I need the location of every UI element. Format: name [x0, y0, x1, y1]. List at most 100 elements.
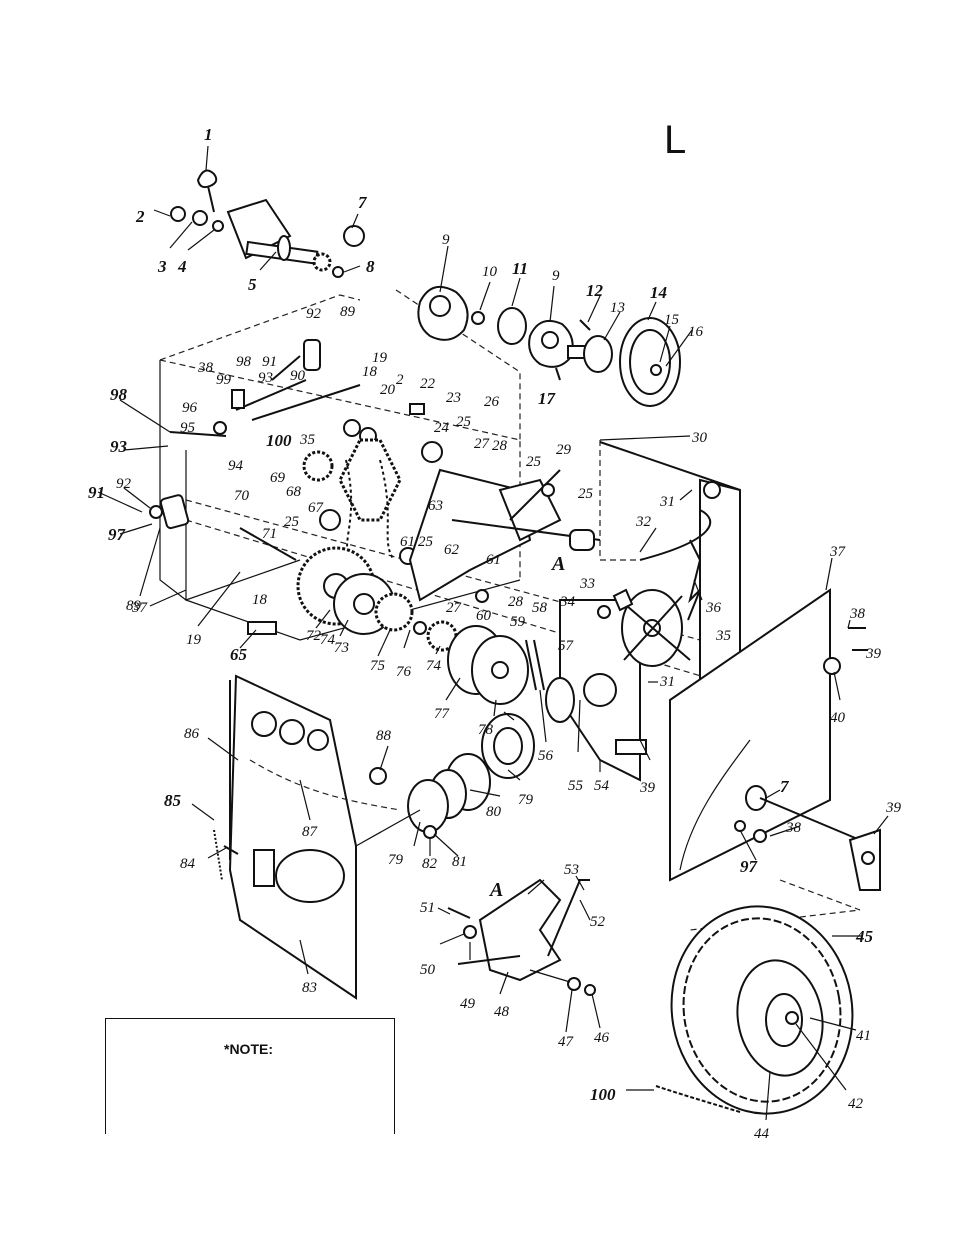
callout-79-right: 79 [518, 792, 534, 808]
callout-38-bottom: 38 [785, 820, 802, 836]
callout-85: 85 [164, 791, 182, 810]
callout-69: 69 [270, 470, 286, 486]
callout-31-top: 31 [659, 494, 675, 510]
callout-14: 14 [650, 283, 667, 302]
callout-37-right: 37 [829, 544, 847, 560]
callout-89-top: 89 [340, 304, 356, 320]
callout-61-b: 61 [486, 552, 501, 568]
callout-24: 24 [434, 420, 450, 436]
callout-3: 3 [157, 257, 167, 276]
callout-41: 41 [856, 1028, 871, 1044]
callout-49: 49 [460, 996, 476, 1012]
callout-29: 29 [556, 442, 572, 458]
callout-42: 42 [848, 1096, 864, 1112]
callout-45: 45 [855, 927, 874, 946]
shift-bracket [408, 468, 601, 602]
leader-lines [97, 145, 889, 1121]
callout-25-c: 25 [578, 486, 594, 502]
callout-90: 90 [290, 368, 306, 384]
callout-13: 13 [610, 300, 625, 316]
callout-55: 55 [568, 778, 584, 794]
callout-25-b: 25 [526, 454, 542, 470]
callout-44: 44 [754, 1126, 770, 1142]
callout-9b: 9 [552, 268, 560, 284]
callout-26: 26 [484, 394, 500, 410]
callout-32: 32 [635, 514, 652, 530]
callout-98-top: 98 [236, 354, 252, 370]
callout-5: 5 [248, 275, 257, 294]
callout-30: 30 [691, 430, 708, 446]
callout-18-left: 18 [252, 592, 268, 608]
callout-75: 75 [370, 658, 386, 674]
drive-chain [655, 1085, 741, 1113]
callout-74-a: 74 [320, 632, 336, 648]
callout-7-right: 7 [780, 777, 790, 796]
callout-10: 10 [482, 264, 498, 280]
callout-20: 20 [380, 382, 396, 398]
callout-9: 9 [442, 232, 450, 248]
callout-40: 40 [830, 710, 846, 726]
callout-15: 15 [664, 312, 680, 328]
callout-77: 77 [434, 706, 451, 722]
callout-65: 65 [230, 645, 248, 664]
callout-100-top: 100 [266, 431, 292, 450]
callout-38-left: 38 [197, 360, 214, 376]
callout-79-left: 79 [388, 852, 404, 868]
callout-100-bottom: 100 [590, 1085, 616, 1104]
callout-35-right: 35 [715, 628, 732, 644]
callout-2: 2 [135, 207, 145, 226]
callout-labels: 1 2 3 4 5 7 8 9 10 11 9 12 13 14 15 16 1… [88, 125, 902, 1142]
callout-38-right: 38 [849, 606, 866, 622]
callout-58: 58 [532, 600, 548, 616]
callout-19-top: 19 [372, 350, 388, 366]
callout-95: 95 [180, 420, 196, 436]
callout-67: 67 [308, 500, 325, 516]
wheel-tire [670, 905, 854, 1115]
callout-83: 83 [302, 980, 317, 996]
callout-1: 1 [204, 125, 213, 144]
callout-18-top: 18 [362, 364, 378, 380]
callout-2-mid: 2 [396, 372, 404, 388]
callout-91-top: 91 [262, 354, 277, 370]
callout-74-b: 74 [426, 658, 442, 674]
page-letter: L [664, 118, 687, 162]
callout-81: 81 [452, 854, 467, 870]
callout-46: 46 [594, 1030, 610, 1046]
callout-25-left: 25 [284, 514, 300, 530]
callout-25-a: 25 [456, 414, 472, 430]
callout-4: 4 [177, 257, 187, 276]
callout-23: 23 [446, 390, 461, 406]
callout-86: 86 [184, 726, 200, 742]
callout-63: 63 [428, 498, 443, 514]
callout-36: 36 [705, 600, 722, 616]
callout-25-d: 25 [418, 534, 434, 550]
callout-50: 50 [420, 962, 436, 978]
callout-16: 16 [688, 324, 704, 340]
callout-82: 82 [422, 856, 438, 872]
axle-bracket-right [689, 785, 881, 931]
reference-letter-a-top: A [550, 553, 565, 575]
callout-70: 70 [234, 488, 250, 504]
callout-22: 22 [420, 376, 436, 392]
callout-76: 76 [396, 664, 412, 680]
callout-88: 88 [376, 728, 392, 744]
shaft-assembly-top [170, 169, 366, 278]
callout-87: 87 [302, 824, 319, 840]
callout-91-left: 91 [88, 483, 105, 502]
callout-27-mid: 27 [446, 600, 463, 616]
callout-60: 60 [476, 608, 492, 624]
callout-78: 78 [478, 722, 494, 738]
callout-56: 56 [538, 748, 554, 764]
callout-98-left: 98 [110, 385, 128, 404]
callout-92-left: 92 [116, 476, 132, 492]
callout-11: 11 [512, 259, 528, 278]
callout-84: 84 [180, 856, 196, 872]
callout-57: 57 [558, 638, 575, 654]
callout-53: 53 [564, 862, 579, 878]
callout-61-a: 61 [400, 534, 415, 550]
shift-lever [447, 878, 596, 996]
callout-96: 96 [182, 400, 198, 416]
callout-33: 33 [579, 576, 595, 592]
callout-52: 52 [590, 914, 606, 930]
callout-80: 80 [486, 804, 502, 820]
